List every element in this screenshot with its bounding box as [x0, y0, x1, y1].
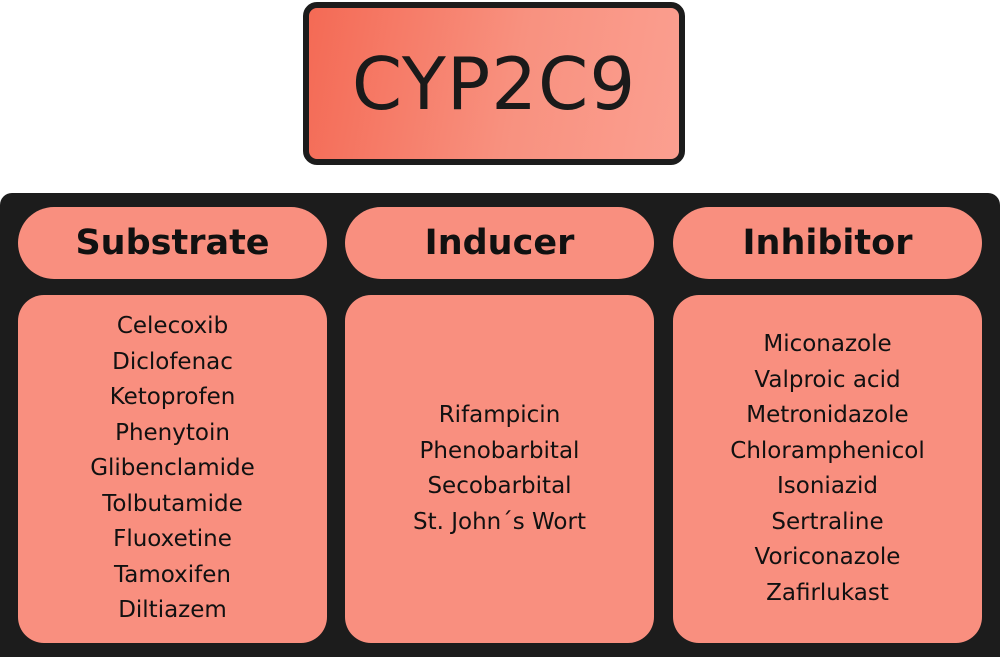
- substrate-list: Celecoxib Diclofenac Ketoprofen Phenytoi…: [18, 295, 327, 643]
- list-item: Metronidazole: [746, 402, 909, 428]
- list-item: Celecoxib: [116, 313, 229, 340]
- diagram-title: CYP2C9: [351, 41, 637, 126]
- inhibitor-list: Miconazole Valproic acid Metronidazole C…: [673, 295, 982, 643]
- list-item: Phenytoin: [115, 419, 230, 446]
- header-inducer-label: Inducer: [424, 223, 575, 263]
- list-item: Sertraline: [771, 508, 884, 535]
- list-item: Ketoprofen: [109, 384, 236, 411]
- list-item: Valproic acid: [754, 366, 901, 393]
- title-box: CYP2C9: [303, 2, 685, 165]
- header-inhibitor-label: Inhibitor: [742, 223, 913, 263]
- header-inducer: Inducer: [345, 207, 654, 279]
- inducer-list: Rifampicin Phenobarbital Secobarbital St…: [345, 295, 654, 643]
- list-item: Diclofenac: [112, 348, 233, 375]
- header-inhibitor: Inhibitor: [673, 207, 982, 279]
- list-item: Chloramphenicol: [730, 437, 925, 464]
- list-item: Tolbutamide: [102, 490, 243, 517]
- list-item: Isoniazid: [777, 473, 878, 499]
- list-item: Miconazole: [763, 331, 892, 357]
- list-item: Diltiazem: [118, 597, 227, 624]
- list-item: St. John´s Wort: [413, 508, 586, 535]
- list-item: Rifampicin: [438, 402, 561, 428]
- list-item: Tamoxifen: [114, 561, 231, 588]
- list-item: Phenobarbital: [419, 437, 580, 464]
- list-item: Secobarbital: [427, 473, 572, 499]
- list-item: Fluoxetine: [113, 526, 232, 553]
- list-item: Voriconazole: [754, 544, 901, 570]
- list-item: Zafirlukast: [766, 579, 889, 606]
- list-item: Glibenclamide: [90, 455, 255, 482]
- header-substrate: Substrate: [18, 207, 327, 279]
- header-substrate-label: Substrate: [75, 223, 270, 263]
